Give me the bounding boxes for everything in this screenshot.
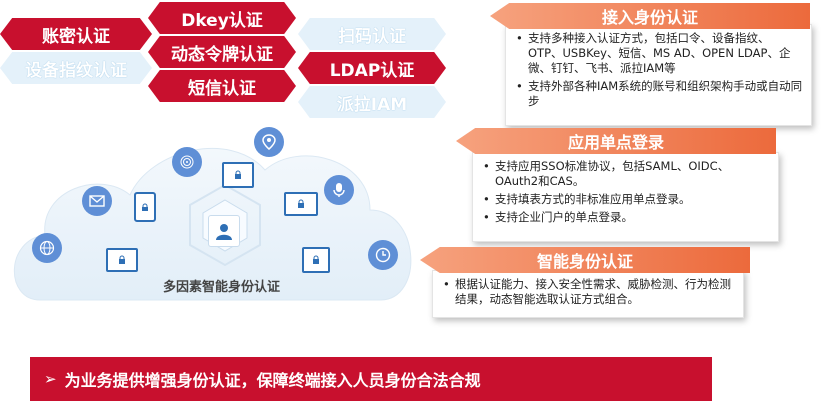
phone-lock-icon — [134, 192, 156, 222]
section-sso-card: 支持应用SSO标准协议，包括SAML、OIDC、OAuth2和CAS。 支持填表… — [472, 152, 779, 242]
clock-icon — [368, 240, 398, 270]
email-icon — [82, 186, 112, 216]
auth-password: 账密认证 — [0, 18, 152, 50]
section-access-auth-card: 支持多种接入认证方式，包括口令、设备指纹、OTP、USBKey、短信、MS AD… — [505, 24, 812, 126]
auth-dynamic-token: 动态令牌认证 — [148, 36, 296, 68]
section-access-auth-bullet: 支持多种接入认证方式，包括口令、设备指纹、OTP、USBKey、短信、MS AD… — [516, 31, 803, 76]
section-access-auth-bullet: 支持外部各种IAM系统的账号和组织架构手动或自动同步 — [516, 79, 803, 109]
auth-sms: 短信认证 — [148, 70, 296, 102]
globe-icon — [32, 233, 62, 263]
auth-scan: 扫码认证 — [298, 18, 446, 50]
user-icon — [208, 215, 240, 247]
bottom-banner-text: 为业务提供增强身份认证，保障终端接入人员身份合法合规 — [64, 371, 481, 390]
auth-fingerprint: 设备指纹认证 — [0, 52, 152, 84]
laptop-lock-icon — [284, 192, 318, 216]
section-sso-bullet: 支持企业门户的单点登录。 — [483, 210, 770, 225]
location-icon — [254, 127, 284, 157]
section-sso-title: 应用单点登录 — [456, 128, 776, 154]
monitor-lock-icon — [106, 248, 138, 272]
microphone-icon — [324, 175, 354, 205]
section-smart-auth-bullet: 根据认证能力、接入安全性需求、威胁检测、行为检测结果，动态智能选取认证方式组合。 — [443, 277, 735, 307]
auth-pailai-iam: 派拉IAM — [298, 86, 446, 118]
section-access-auth-title: 接入身份认证 — [490, 3, 810, 29]
auth-ldap: LDAP认证 — [298, 52, 446, 84]
fingerprint-icon — [172, 147, 202, 177]
section-sso-bullet: 支持填表方式的非标准应用单点登录。 — [483, 192, 770, 207]
auth-pailai-iam-label: 派拉IAM — [336, 94, 408, 115]
auth-dkey: Dkey认证 — [148, 2, 296, 34]
auth-fingerprint-label: 设备指纹认证 — [25, 60, 127, 81]
auth-scan-label: 扫码认证 — [338, 26, 406, 47]
section-sso-bullet: 支持应用SSO标准协议，包括SAML、OIDC、OAuth2和CAS。 — [483, 159, 770, 189]
cloud-label: 多因素智能身份认证 — [163, 280, 281, 295]
bottom-banner: ➢ 为业务提供增强身份认证，保障终端接入人员身份合法合规 — [30, 357, 712, 401]
arrow-icon: ➢ — [44, 370, 57, 388]
window-lock-icon — [302, 247, 330, 273]
section-smart-auth-title: 智能身份认证 — [420, 247, 750, 273]
section-smart-auth-card: 根据认证能力、接入安全性需求、威胁检测、行为检测结果，动态智能选取认证方式组合。 — [432, 270, 744, 318]
tablet-lock-icon — [222, 162, 254, 188]
